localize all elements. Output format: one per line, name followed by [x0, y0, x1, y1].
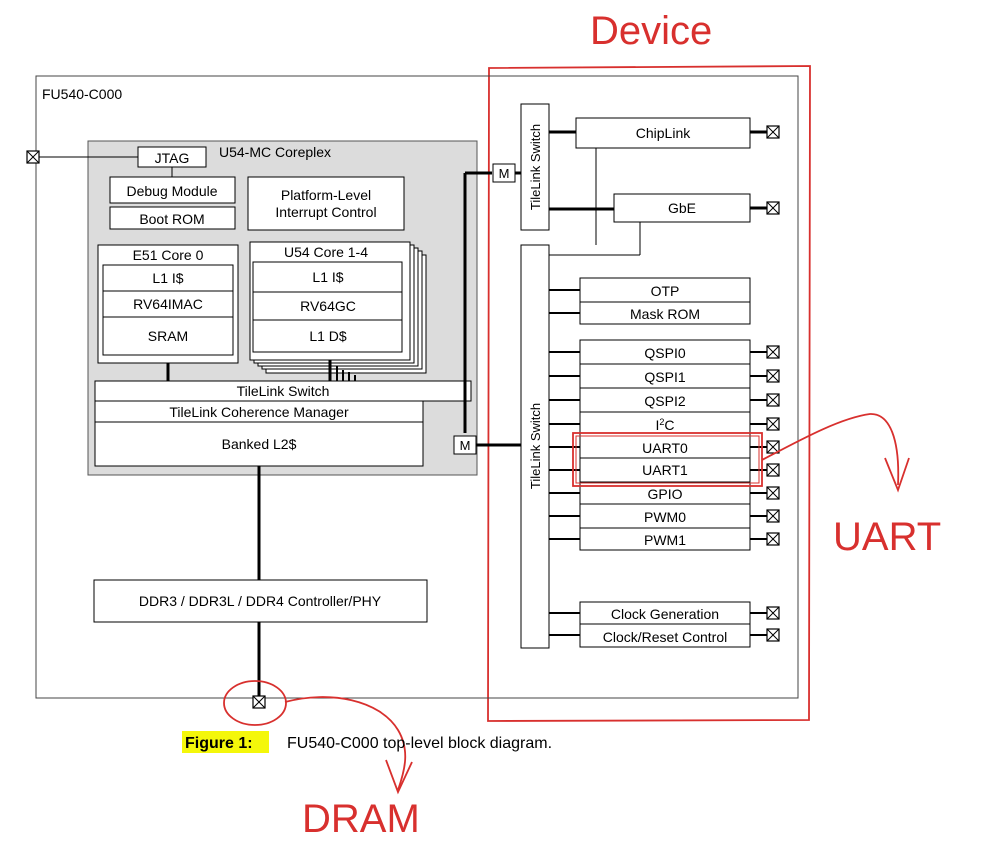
- chiplink-label: ChipLink: [636, 125, 691, 141]
- device-tilelink-switch-upper: [520, 103, 550, 231]
- u54-core-title: U54 Core 1-4: [284, 244, 368, 260]
- dram-highlight: [223, 680, 287, 726]
- debug-module-label: Debug Module: [126, 183, 217, 199]
- clock-reset-pad-icon: [766, 628, 780, 642]
- e51-row: L1 I$: [152, 270, 183, 286]
- uart1-label: UART1: [642, 462, 688, 478]
- ddr-controller-box: [93, 579, 428, 623]
- clock-reset-label: Clock/Reset Control: [603, 629, 728, 645]
- u54-row: L1 I$: [312, 269, 343, 285]
- coreplex-title: U54-MC Coreplex: [219, 144, 331, 160]
- uart1-pad-icon: [766, 463, 780, 477]
- chip-outline: [35, 75, 799, 699]
- qspi2-label: QSPI2: [644, 393, 685, 409]
- gpio-label: GPIO: [647, 486, 682, 502]
- master-label: M: [460, 438, 471, 453]
- caption-highlight: [182, 731, 269, 753]
- ddr-controller-label: DDR3 / DDR3L / DDR4 Controller/PHY: [139, 593, 382, 609]
- banked-l2-box: [94, 421, 424, 467]
- uart-annotation: UART: [833, 515, 941, 559]
- caption-label: Figure 1:: [185, 735, 253, 752]
- qspi0-pad-icon: [766, 345, 780, 359]
- e51-core-title: E51 Core 0: [133, 247, 204, 263]
- dram-arrow: [284, 696, 407, 791]
- coherence-manager-label: TileLink Coherence Manager: [169, 404, 349, 420]
- jtag-label: JTAG: [155, 150, 190, 166]
- master-label: M: [499, 166, 510, 181]
- boot-rom-label: Boot ROM: [139, 211, 204, 227]
- qspi1-pad-icon: [766, 369, 780, 383]
- otp-label: OTP: [651, 283, 680, 299]
- debug-module-box: [109, 176, 236, 204]
- clock-generation-pad-icon: [766, 606, 780, 620]
- qspi0-label: QSPI0: [644, 345, 685, 361]
- pwm0-box: [579, 503, 751, 529]
- u54-row: L1 D$: [309, 328, 347, 344]
- clock-generation-label: Clock Generation: [611, 606, 719, 622]
- e51-row: RV64IMAC: [133, 296, 203, 312]
- chiplink-box: [575, 117, 751, 149]
- plic-label-line1: Platform-Level: [281, 187, 371, 203]
- plic-box: [247, 176, 405, 231]
- pwm0-pad-icon: [766, 509, 780, 523]
- gbe-pad-icon: [766, 201, 780, 215]
- device-outline: [487, 65, 811, 722]
- dram-arrowhead-icon: [385, 759, 413, 795]
- chip-name: FU540-C000: [42, 86, 122, 102]
- boot-rom-box: [109, 206, 236, 230]
- jtag-pad-icon: [26, 150, 40, 164]
- device-tilelink-switch-lower-label: TileLink Switch: [528, 403, 543, 489]
- banked-l2-label: Banked L2$: [222, 436, 297, 452]
- caption-text: FU540-C000 top-level block diagram.: [287, 735, 552, 752]
- gbe-label: GbE: [668, 200, 696, 216]
- dram-annotation: DRAM: [302, 797, 420, 841]
- device-tilelink-switch-upper-label: TileLink Switch: [528, 124, 543, 210]
- pwm1-pad-icon: [766, 532, 780, 546]
- qspi1-label: QSPI1: [644, 369, 685, 385]
- i2c-box: [579, 411, 751, 437]
- uart-arrowhead-icon: [884, 457, 910, 493]
- pwm0-label: PWM0: [644, 509, 686, 525]
- u54-row: RV64GC: [300, 298, 356, 314]
- i2c-pad-icon: [766, 417, 780, 431]
- qspi2-pad-icon: [766, 393, 780, 407]
- e51-row: SRAM: [148, 328, 188, 344]
- uart-arrow: [761, 413, 900, 486]
- pwm1-label: PWM1: [644, 532, 686, 548]
- device-annotation: Device: [590, 9, 712, 53]
- chiplink-pad-icon: [766, 125, 780, 139]
- uart0-label: UART0: [642, 440, 688, 456]
- i2c-label: I2C: [655, 417, 674, 433]
- mask-rom-label: Mask ROM: [630, 306, 700, 322]
- plic-label-line2: Interrupt Control: [275, 204, 376, 220]
- ddr-pad-icon: [252, 695, 266, 709]
- gpio-pad-icon: [766, 486, 780, 500]
- gbe-box: [613, 193, 751, 223]
- coreplex-tilelink-switch-label: TileLink Switch: [237, 383, 330, 399]
- device-tilelink-switch-lower: [520, 244, 550, 649]
